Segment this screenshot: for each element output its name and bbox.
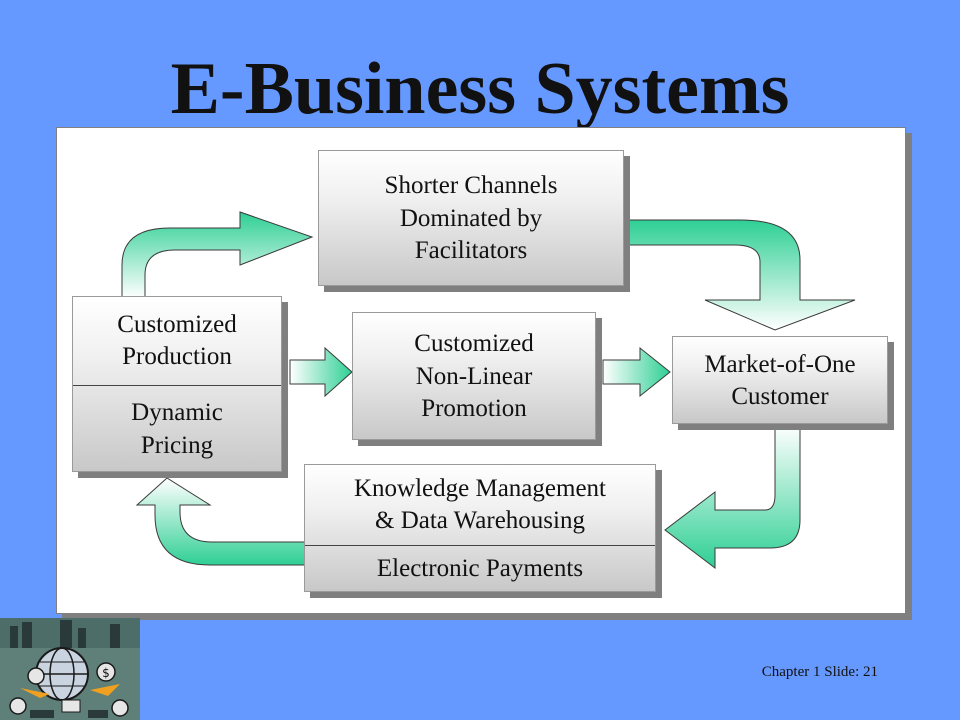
box-dynamic-pricing: Dynamic Pricing [73, 385, 281, 473]
arrow-customer-to-knowledge [664, 424, 801, 570]
text-line: Dynamic [131, 399, 223, 426]
box-non-linear-promotion: Customized Non-Linear Promotion [352, 312, 596, 440]
text-line: Shorter Channels [384, 172, 558, 200]
box-market-of-one: Market-of-One Customer [672, 336, 888, 424]
box-electronic-payments: Electronic Payments [305, 545, 655, 593]
text-line: Dominated by [399, 204, 543, 232]
arrow-promotion-to-customer [602, 346, 671, 398]
communications-collage-icon: $ [0, 618, 140, 720]
box-customized-production: Customized Production [73, 297, 281, 385]
arrow-channels-to-customer [627, 219, 856, 331]
box-shorter-channels: Shorter Channels Dominated by Facilitato… [318, 150, 624, 286]
text-line: Facilitators [414, 237, 528, 265]
arrow-production-to-promotion [289, 346, 353, 398]
text-line: Electronic Payments [376, 555, 584, 583]
box-production-pricing: Customized Production Dynamic Pricing [72, 296, 282, 472]
text-line: Promotion [421, 395, 527, 423]
text-line: Non-Linear [415, 362, 533, 390]
arrow-production-to-channels [121, 211, 314, 299]
box-knowledge-management: Knowledge Management & Data Warehousing [305, 465, 655, 545]
text-line: Market-of-One [704, 350, 856, 378]
box-non-linear-promotion-text: Customized Non-Linear Promotion [353, 313, 595, 441]
box-knowledge-payments: Knowledge Management & Data Warehousing … [304, 464, 656, 592]
arrow-knowledge-to-pricing [135, 477, 306, 566]
text-line: Customized [117, 310, 237, 338]
slide-title: E-Business Systems [170, 48, 790, 130]
text-line: Pricing [140, 431, 214, 459]
text-line: Knowledge Management [353, 474, 606, 502]
slide-footer: Chapter 1 Slide: 21 [761, 664, 878, 680]
box-market-of-one-text: Market-of-One Customer [673, 337, 887, 425]
text-line: Customized [414, 330, 534, 358]
text-line: Production [122, 343, 232, 370]
text-line: & Data Warehousing [375, 507, 585, 534]
box-shorter-channels-text: Shorter Channels Dominated by Facilitato… [319, 151, 623, 287]
text-line: Customer [731, 383, 829, 410]
svg-text:$: $ [102, 666, 110, 680]
